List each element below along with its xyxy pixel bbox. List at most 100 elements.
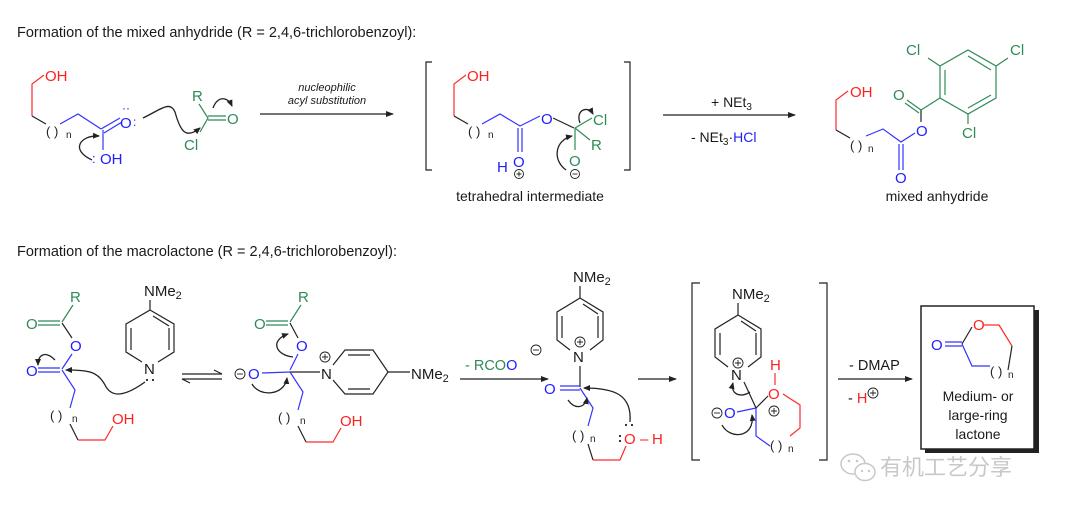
arrow-label-bottom: acyl substitution — [288, 95, 366, 107]
chain-bracket: ( ) — [572, 428, 584, 443]
carbonyl-oxygen: O — [26, 363, 38, 380]
curved-arrow — [65, 367, 146, 395]
hydroxyl-label: OH — [467, 68, 490, 85]
alkoxide-oxygen: O — [569, 153, 581, 170]
dimethylamino-label: NMe2 — [573, 269, 611, 288]
pyridinium-nitrogen: N — [573, 349, 584, 366]
dimethylamino-label: NMe2 — [144, 283, 182, 302]
alkoxide-oxygen: O — [724, 405, 736, 422]
curved-arrow — [276, 333, 294, 358]
right-bracket — [624, 61, 631, 171]
repeat-n: n — [788, 444, 794, 455]
carbonyl-oxygen: O — [931, 337, 943, 354]
tetrahedral-cyclization-structure: NMe2 N H O ( ) n O — [691, 282, 828, 461]
repeat-n: n — [300, 416, 306, 427]
dimethylamino-label: NMe2 — [732, 286, 770, 305]
curved-arrow — [212, 98, 233, 109]
product-label: mixed anhydride — [886, 188, 989, 204]
chain-bracket: ( ) — [50, 408, 62, 423]
chain-bracket: ( ) — [990, 364, 1002, 379]
byproduct-label: - NEt3·HCl — [691, 129, 756, 148]
acyl-chloride-structure: R O Cl — [184, 88, 239, 154]
ring-oxygen: O — [973, 317, 985, 334]
r-group: R — [298, 289, 309, 306]
chain-bracket: ( ) — [468, 124, 480, 139]
curved-arrow — [142, 105, 201, 135]
watermark: 有机工艺分享 — [840, 453, 1012, 482]
curved-arrow — [35, 353, 56, 366]
lone-pair-dots: ·· — [122, 101, 130, 115]
acyl-oxygen: O — [254, 316, 266, 333]
hydroxyl-label: OH — [340, 413, 363, 430]
protonated-oxygen: O — [513, 154, 525, 171]
proton: H — [497, 159, 508, 176]
ester-oxygen: O — [70, 338, 82, 355]
hydroxyl-label: OH — [45, 68, 68, 85]
lactone-label-line1: Medium- or — [943, 388, 1014, 404]
carbonyl-oxygen: O — [120, 115, 132, 132]
plus-charge-icon — [867, 387, 879, 399]
lactone-label-line2: large-ring — [948, 407, 1007, 423]
lactone-label-line3: lactone — [955, 426, 1000, 442]
curved-arrow — [251, 377, 290, 394]
acid-hydroxyl: OH — [100, 151, 123, 168]
chlorine-6: Cl — [962, 125, 976, 142]
lone-pair-dots: : — [92, 151, 96, 166]
chlorine: Cl — [184, 137, 198, 154]
curved-arrow — [567, 397, 589, 408]
reagent-label: + NEt3 — [711, 94, 752, 113]
repeat-n: n — [66, 130, 72, 141]
lone-pair-dots: : — [133, 115, 136, 129]
plus-charge-icon — [732, 357, 744, 369]
chlorine-4: Cl — [1010, 42, 1024, 59]
minus-charge-icon — [711, 407, 723, 419]
lactone-product-box: O O ( ) n Medium- or large-ring lactone — [920, 305, 1039, 453]
hydroxyl-label: OH — [850, 84, 873, 101]
intermediate-label: tetrahedral intermediate — [456, 188, 604, 204]
left-bracket — [425, 61, 432, 171]
wechat-icon — [840, 453, 876, 482]
acyl-oxygen: O — [26, 316, 38, 333]
carboxylic-acid-structure: OH ( ) n O ·· : OH : — [31, 68, 136, 168]
curved-arrow — [583, 385, 631, 423]
plus-charge-icon — [319, 351, 331, 363]
plus-charge-icon — [768, 405, 780, 417]
carbonyl-oxygen-top: O — [893, 87, 905, 104]
ester-oxygen: O — [541, 111, 553, 128]
equilibrium-arrow — [181, 369, 223, 384]
left-bracket — [691, 282, 700, 461]
repeat-n: n — [868, 144, 874, 155]
chain-bracket: ( ) — [46, 124, 58, 139]
hydroxyl-label: OH — [112, 411, 135, 428]
watermark-text: 有机工艺分享 — [880, 455, 1012, 480]
repeat-n: n — [1008, 370, 1014, 381]
pyridinium-nitrogen: N — [731, 367, 742, 384]
pyridinium-nitrogen: N — [321, 366, 332, 383]
ester-oxygen: O — [296, 338, 308, 355]
proton-loss-label: - H — [848, 391, 867, 407]
curved-arrow — [728, 382, 751, 396]
dmap-label: - DMAP — [849, 358, 900, 374]
acylpyridinium-structure: NMe2 N O ( ) n O – H — [544, 269, 663, 461]
plus-charge-icon — [574, 336, 586, 348]
mixed-anhydride-structure: OH ( ) n O O O Cl Cl Cl — [835, 42, 1024, 187]
curved-arrow — [78, 132, 100, 161]
leaving-group-label: - RCOO — [465, 358, 517, 374]
dimethylamino-label: NMe2 — [411, 366, 449, 385]
curved-arrow — [721, 414, 756, 436]
chlorine: Cl — [593, 112, 607, 129]
tetrahedral-intermediate-structure: OH ( ) n O O H Cl R O — [425, 61, 631, 179]
chain-bracket: ( ) — [770, 438, 782, 453]
minus-charge-icon — [530, 344, 542, 356]
r-group: R — [591, 137, 602, 154]
chain-bracket: ( ) — [850, 138, 862, 153]
repeat-n: n — [488, 130, 494, 141]
carbonyl-oxygen-bottom: O — [895, 170, 907, 187]
acyl-oxygen: O — [227, 111, 239, 128]
oxonium-oxygen: O — [768, 386, 780, 403]
alkoxide-oxygen: O — [248, 366, 260, 383]
pyridine-nitrogen: N — [144, 361, 155, 378]
r-group: R — [70, 289, 81, 306]
chain-bracket: ( ) — [278, 410, 290, 425]
